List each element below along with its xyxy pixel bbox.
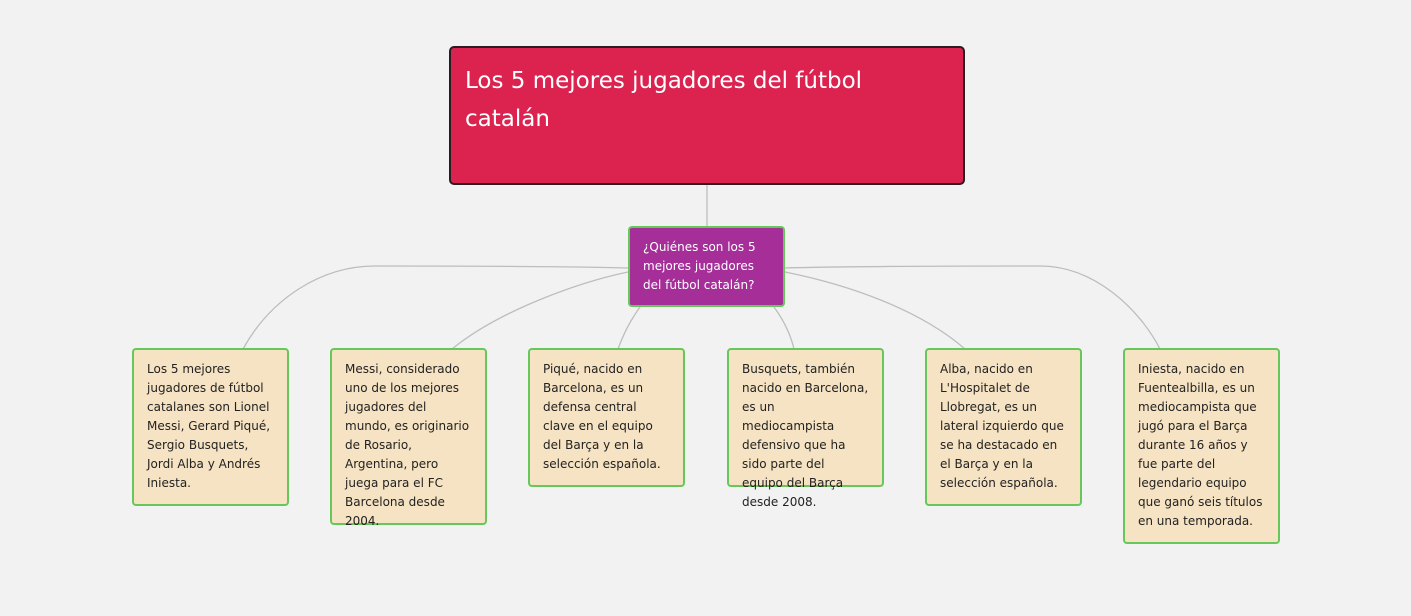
connector-hub-leaf-1	[242, 265, 629, 350]
root-topic-text: Los 5 mejores jugadores del fútbol catal…	[465, 68, 863, 132]
leaf-topic-text: Messi, considerado uno de los mejores ju…	[345, 362, 470, 528]
leaf-topic-overview[interactable]: Los 5 mejores jugadores de fútbol catala…	[132, 348, 289, 506]
connector-hub-leaf-5	[784, 271, 966, 350]
connector-hub-leaf-6	[784, 265, 1161, 350]
leaf-topic-text: Los 5 mejores jugadores de fútbol catala…	[147, 362, 271, 490]
leaf-topic-alba[interactable]: Alba, nacido en L'Hospitalet de Llobrega…	[925, 348, 1082, 506]
leaf-topic-iniesta[interactable]: Iniesta, nacido en Fuentealbilla, es un …	[1123, 348, 1280, 544]
root-topic[interactable]: Los 5 mejores jugadores del fútbol catal…	[449, 46, 965, 185]
leaf-topic-busquets[interactable]: Busquets, también nacido en Barcelona, e…	[727, 348, 884, 509]
connector-hub-leaf-2	[451, 271, 629, 350]
leaf-topic-text: Iniesta, nacido en Fuentealbilla, es un …	[1138, 362, 1263, 528]
hub-topic[interactable]: ¿Quiénes son los 5 mejores jugadores del…	[628, 226, 785, 307]
leaf-topic-messi[interactable]: Messi, considerado uno de los mejores ju…	[330, 348, 487, 528]
leaf-topic-pique[interactable]: Piqué, nacido en Barcelona, es un defens…	[528, 348, 685, 487]
connector-hub-leaf-4	[773, 306, 795, 350]
leaf-topic-text: Alba, nacido en L'Hospitalet de Llobrega…	[940, 362, 1064, 490]
leaf-topic-text: Busquets, también nacido en Barcelona, e…	[742, 362, 869, 509]
leaf-topic-text: Piqué, nacido en Barcelona, es un defens…	[543, 362, 661, 471]
connector-hub-leaf-3	[617, 306, 641, 350]
hub-topic-text: ¿Quiénes son los 5 mejores jugadores del…	[643, 240, 756, 292]
